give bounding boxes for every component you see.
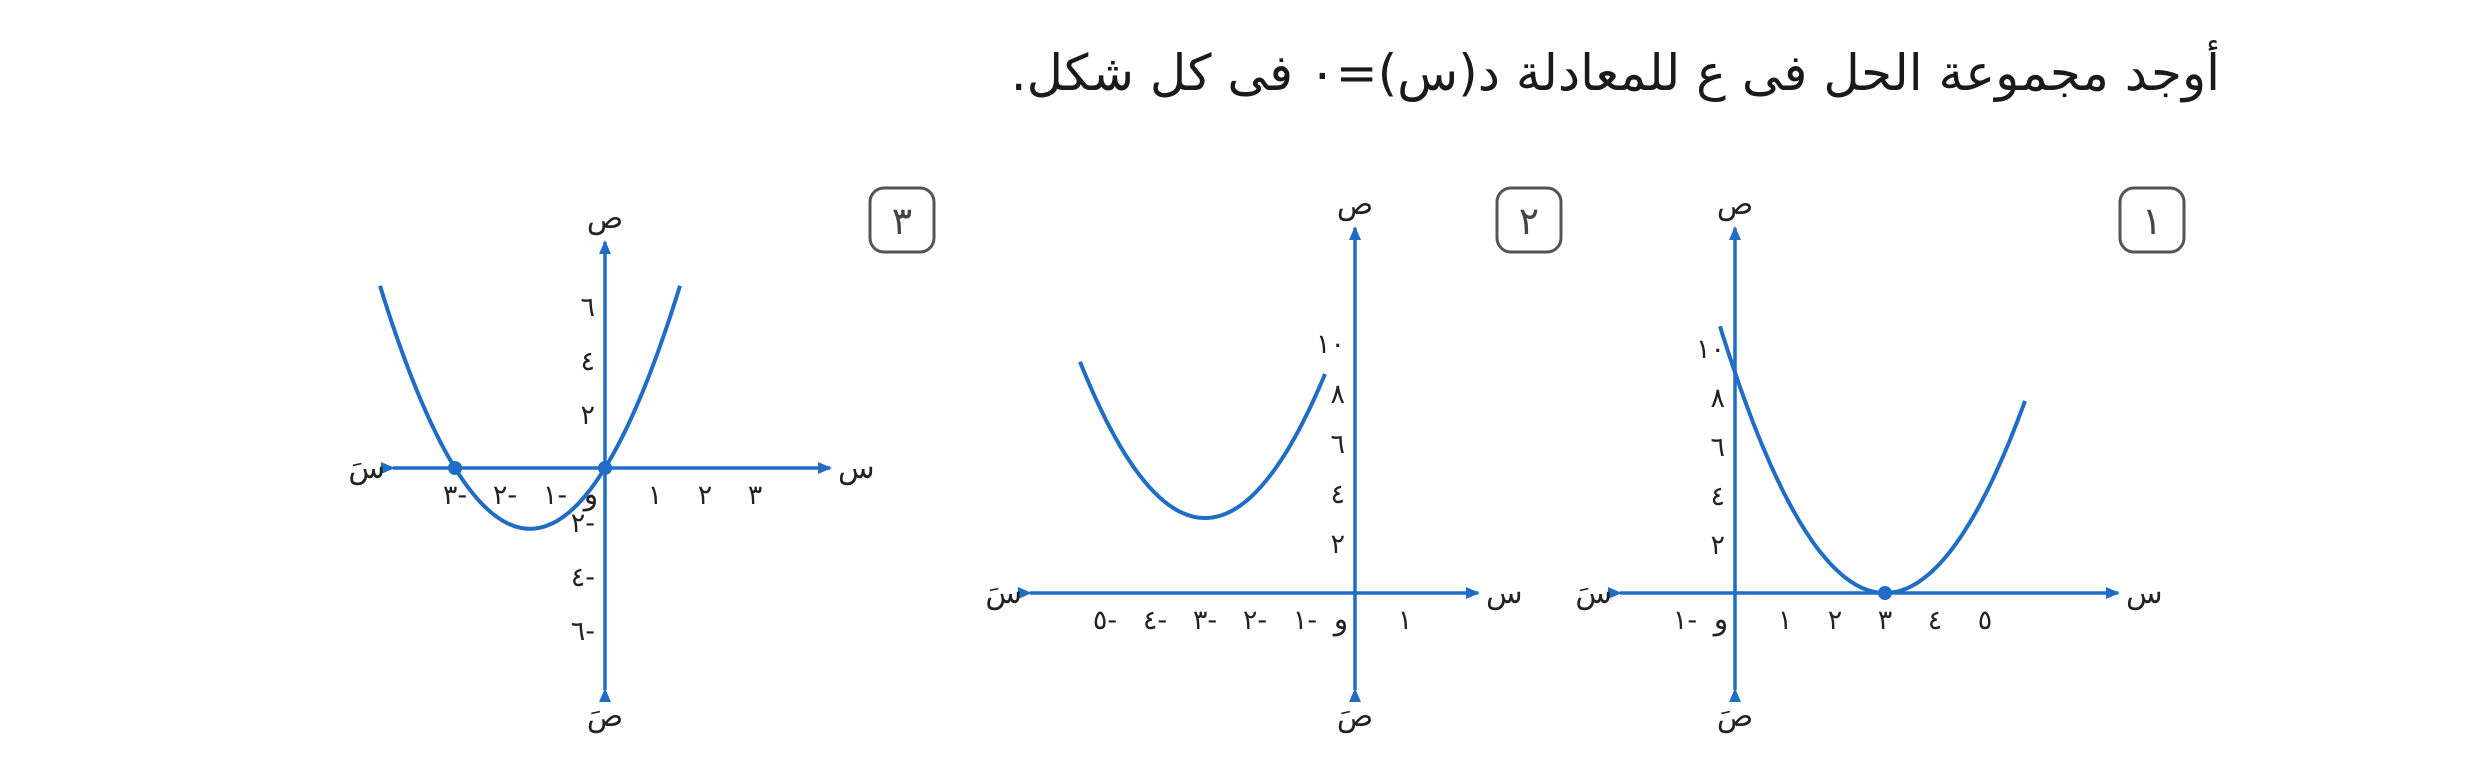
x-tick-label: ١-: [543, 480, 567, 511]
question-text: أوجد مجموعة الحل فى ع للمعادلة د(س)=٠ فى…: [1010, 44, 2220, 102]
graph-1: ١ س سَ ص صَ و ١- ١ ٢ ٣ ٤ ٥ ٢ ٤ ٦ ٨ ١٠: [1575, 186, 2186, 734]
y-axis-negative-label: صَ: [1337, 699, 1373, 734]
x-tick-label: ٥: [1978, 605, 1993, 636]
y-tick-label: ٨: [1330, 379, 1345, 410]
x-tick-label: ٢-: [493, 480, 517, 511]
y-axis-positive-label: ص: [1337, 187, 1373, 222]
y-tick-label: ٢: [1330, 529, 1345, 560]
y-tick-label: ٤: [1710, 481, 1725, 512]
x-tick-label: ١-: [1293, 605, 1317, 636]
x-tick-label: ٢: [1828, 605, 1843, 636]
y-axis-negative-label: صَ: [1717, 699, 1753, 734]
x-tick-label: ١: [1778, 605, 1793, 636]
figure-number: ٢: [1519, 199, 1539, 243]
x-axis-positive-label: س: [838, 451, 875, 486]
x-tick-label: ٣-: [443, 480, 467, 511]
parabola-curve: [1078, 361, 1327, 520]
figure-number: ١: [2142, 199, 2162, 243]
x-axis-positive-label: س: [2126, 576, 2163, 611]
root-point: [598, 461, 612, 475]
x-tick-label: ١: [1398, 605, 1413, 636]
root-point: [1878, 586, 1892, 600]
y-tick-label: ٦-: [571, 616, 595, 647]
figure-number-badge: ١: [2118, 186, 2186, 254]
y-tick-label: ٢: [1710, 530, 1725, 561]
x-tick-label: ٢: [698, 480, 713, 511]
figure-number-badge: ٣: [868, 186, 936, 254]
y-tick-label: ٤: [580, 346, 595, 377]
y-tick-label: ٨: [1710, 383, 1725, 414]
graph-2: ٢ س سَ ص صَ و ٥- ٤- ٣- ٢- ١- ١ ٢ ٤ ٦ ٨ ١٠: [985, 186, 1563, 734]
parabola-curve: [1718, 325, 2027, 596]
origin-label: و: [1332, 602, 1349, 637]
x-tick-label: ٥-: [1093, 605, 1117, 636]
x-tick-label: ١-: [1673, 605, 1697, 636]
x-axis-negative-label: سَ: [1575, 576, 1612, 611]
y-tick-label: ٤-: [571, 562, 595, 593]
x-tick-label: ٢-: [1243, 605, 1267, 636]
y-axis-positive-label: ص: [587, 201, 623, 236]
x-tick-label: ٣-: [1193, 605, 1217, 636]
x-tick-label: ٣: [1878, 605, 1893, 636]
y-tick-label: ٢-: [571, 508, 595, 539]
x-tick-label: ٣: [748, 480, 763, 511]
y-tick-label: ١٠: [1696, 334, 1725, 365]
y-axis-negative-label: صَ: [587, 699, 623, 734]
y-tick-label: ٤: [1330, 479, 1345, 510]
x-axis-negative-label: سَ: [985, 576, 1022, 611]
figure-number: ٣: [892, 199, 912, 243]
x-tick-label: ٤: [1928, 605, 1943, 636]
x-axis-negative-label: سَ: [348, 451, 385, 486]
root-point: [448, 461, 462, 475]
y-tick-label: ٦: [1330, 429, 1345, 460]
figure-number-badge: ٢: [1495, 186, 1563, 254]
x-axis-positive-label: س: [1486, 576, 1523, 611]
y-tick-label: ١٠: [1316, 329, 1345, 360]
x-tick-label: ٤-: [1143, 605, 1167, 636]
y-tick-label: ٦: [580, 292, 595, 323]
origin-label: و: [1712, 602, 1729, 637]
parabola-curve: [378, 285, 682, 531]
x-tick-label: ١: [648, 480, 663, 511]
y-axis-positive-label: ص: [1717, 187, 1753, 222]
y-tick-label: ٢: [580, 400, 595, 431]
y-tick-label: ٦: [1710, 432, 1725, 463]
